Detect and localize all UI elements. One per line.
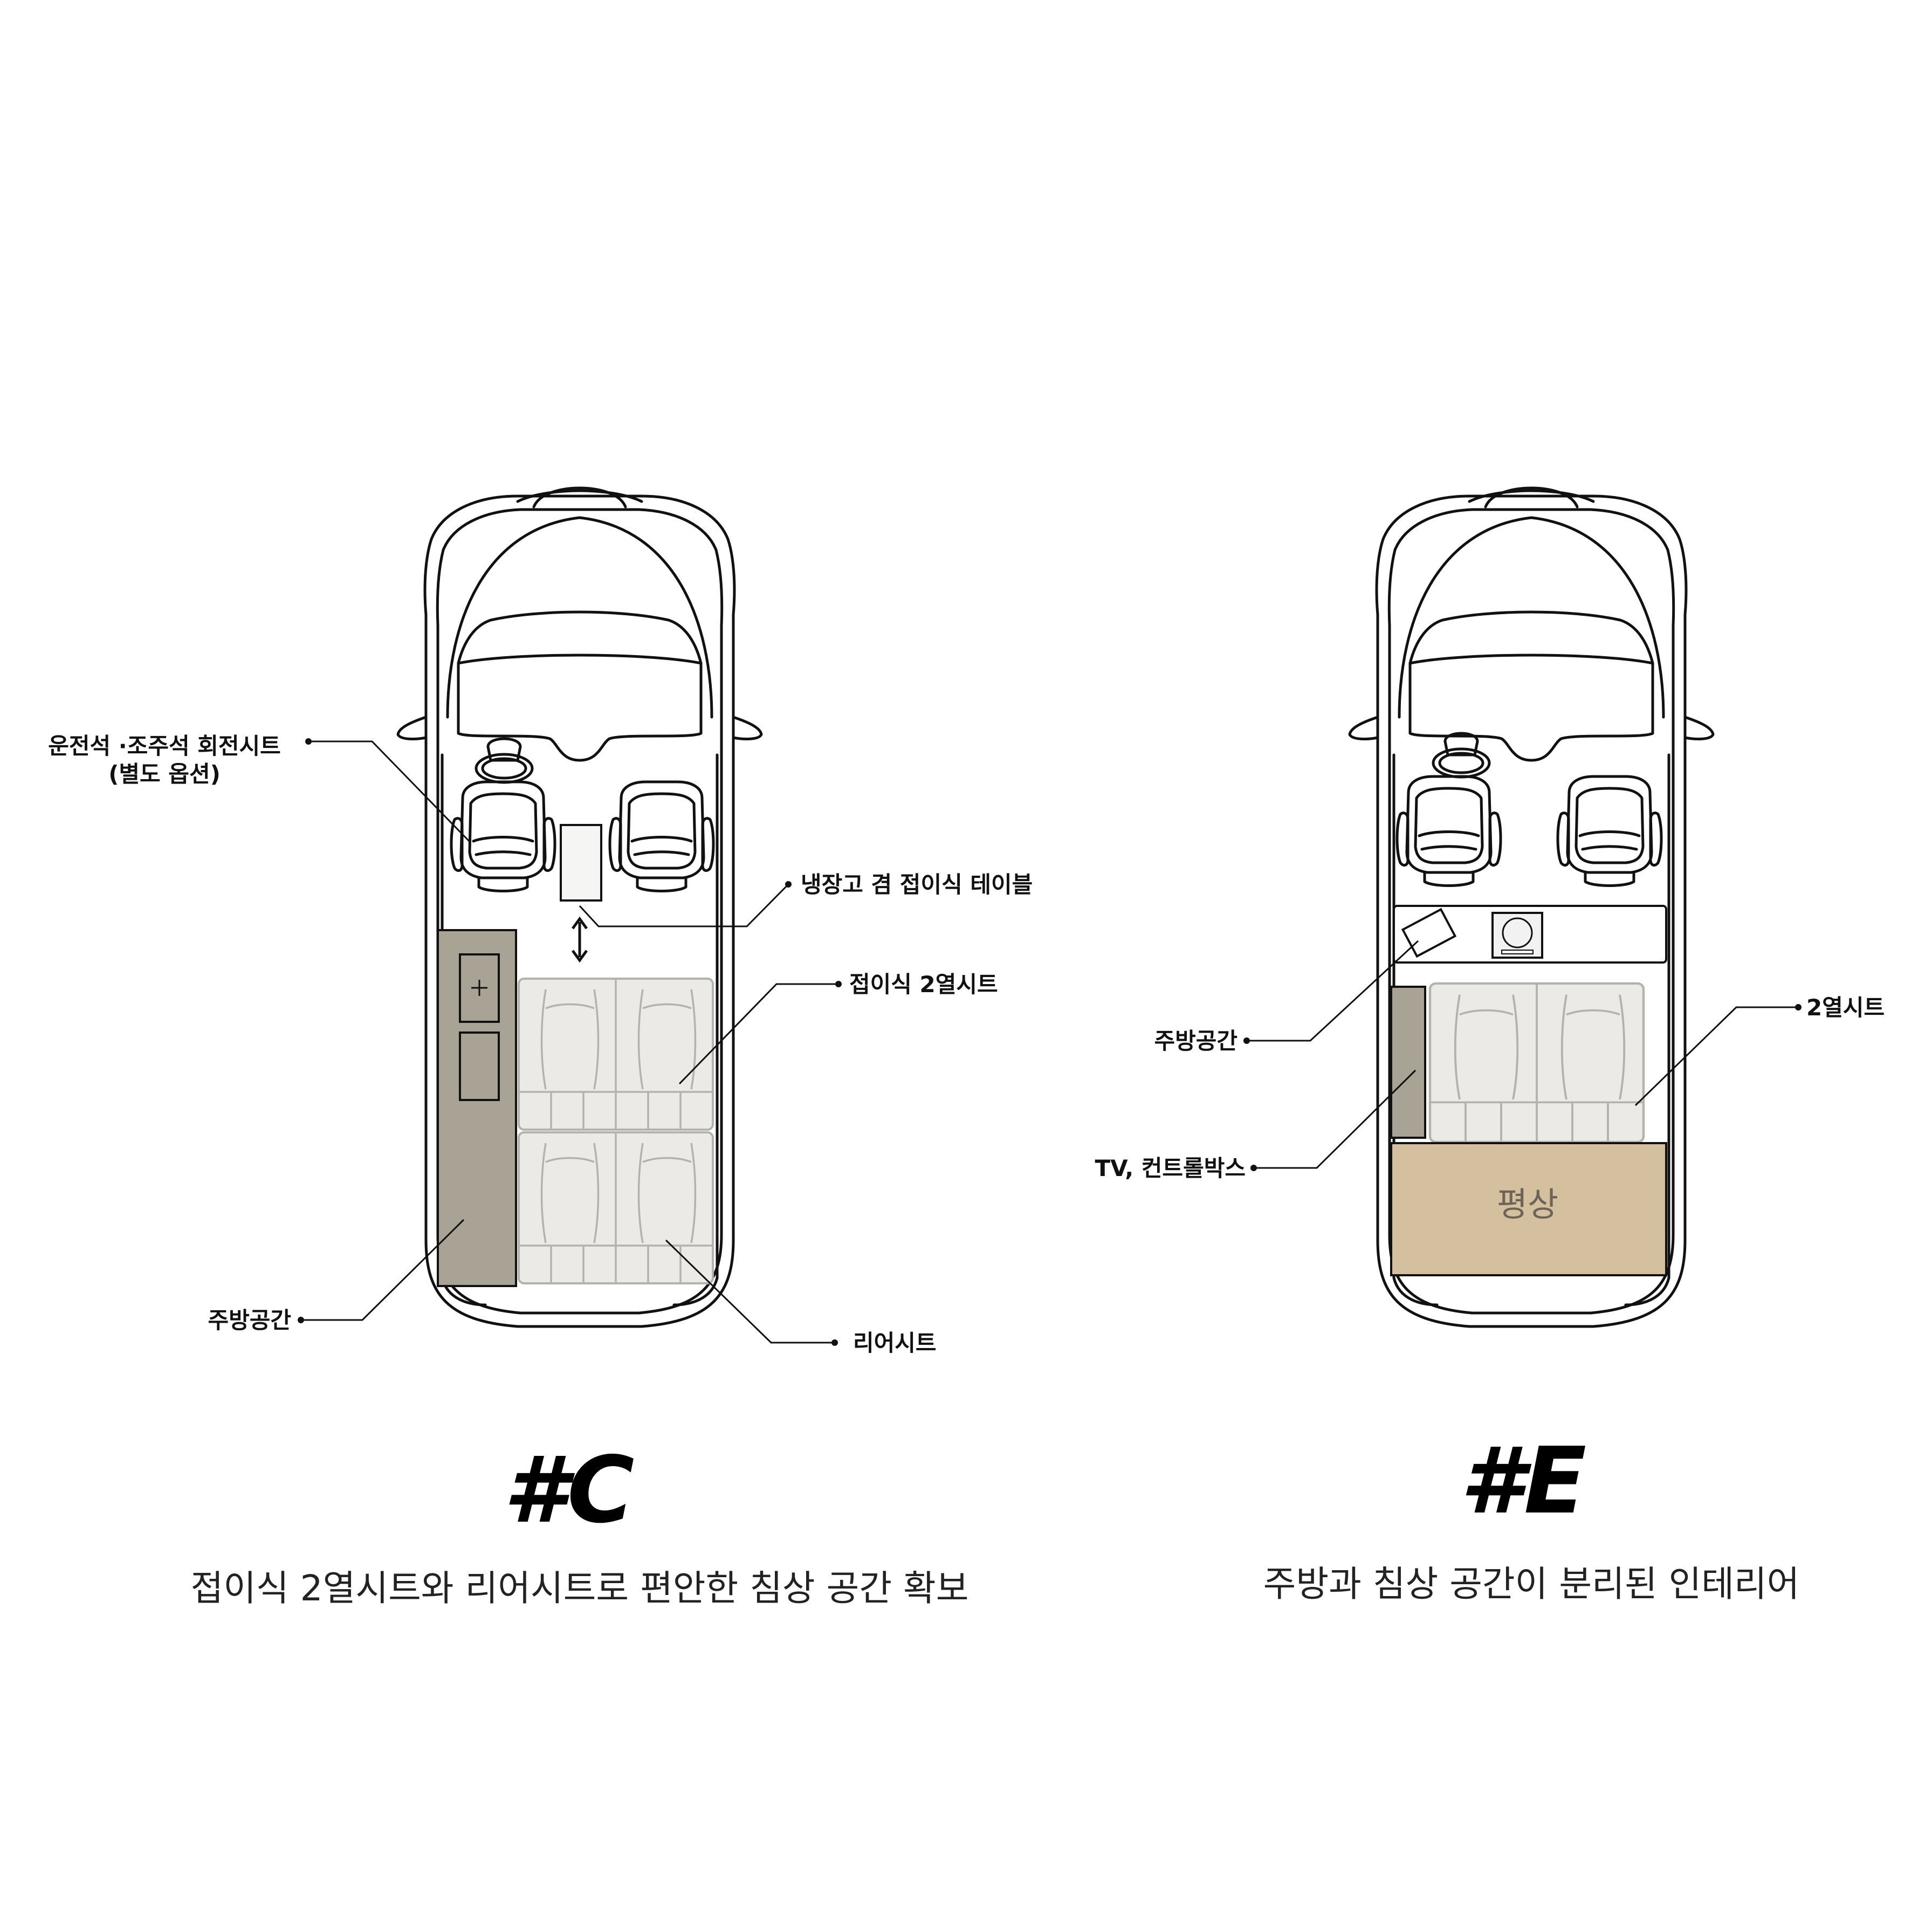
label-swivel-seats-option: (별도 옵션) xyxy=(108,761,221,787)
leader-line xyxy=(678,983,838,1085)
rear-seat-c xyxy=(518,1131,714,1284)
label-second-row: 2열시트 xyxy=(1806,994,1885,1021)
sink-e xyxy=(1401,907,1457,958)
sink-c xyxy=(459,953,500,1023)
leader-line xyxy=(1247,940,1419,1042)
label-kitchen-e: 주방공간 xyxy=(1154,1028,1237,1054)
label-swivel-seats: 운전석 ·조주석 회전시트 xyxy=(48,733,281,759)
passenger-seat-e xyxy=(1558,776,1661,886)
cooktop-e xyxy=(1491,912,1543,959)
label-tv-control-box: TV, 컨트롤박스 xyxy=(1095,1155,1246,1181)
leader-line xyxy=(1254,1069,1417,1169)
move-arrow-icon xyxy=(571,916,588,963)
tv-control-box-e xyxy=(1390,986,1426,1139)
leader-line xyxy=(579,883,789,927)
fridge-table-c xyxy=(560,824,602,902)
burner-knob-bar xyxy=(1501,950,1534,954)
steering-wheel-e xyxy=(1433,733,1489,777)
folding-second-row-seat-c xyxy=(518,978,714,1131)
bed-label: 평상 xyxy=(1497,1185,1558,1224)
layout-c: 운전석 ·조주석 회전시트 (별도 옵션) 냉장고 겸 접이식 테이블 접이식 … xyxy=(48,488,1033,1609)
plus-icon xyxy=(471,980,487,996)
layout-code-c: #C xyxy=(503,1437,634,1544)
label-rear-seat: 리어시트 xyxy=(853,1330,937,1356)
label-fridge-table: 냉장고 겸 접이식 테이블 xyxy=(801,871,1033,898)
steering-wheel-c xyxy=(476,739,532,782)
leader-line xyxy=(308,740,470,842)
burner-icon xyxy=(1502,917,1533,948)
kitchen-block-c xyxy=(437,929,517,1287)
driver-seat-e xyxy=(1397,776,1501,886)
leader-line xyxy=(1634,1006,1798,1106)
layout-e: 평상 주방공간 TV, 컨트롤박스 2열시트 #E 주방과 침상 공간이 분리된… xyxy=(1095,488,1885,1605)
bed-platform-e xyxy=(1390,1142,1667,1276)
caption-c: 접이식 2열시트와 리어시트로 편안한 침상 공간 확보 xyxy=(191,1567,969,1609)
label-folding-second-row: 접이식 2열시트 xyxy=(849,971,998,998)
layout-code-e: #E xyxy=(1460,1428,1586,1535)
stove-c xyxy=(459,1032,500,1101)
leader-line xyxy=(665,1239,835,1344)
leader-line xyxy=(301,1219,465,1321)
second-row-seat-e xyxy=(1430,984,1644,1142)
passenger-seat-c xyxy=(610,782,713,891)
label-kitchen-c: 주방공간 xyxy=(208,1307,291,1333)
driver-seat-c xyxy=(451,782,555,891)
caption-e: 주방과 침상 공간이 분리된 인테리어 xyxy=(1263,1563,1800,1605)
